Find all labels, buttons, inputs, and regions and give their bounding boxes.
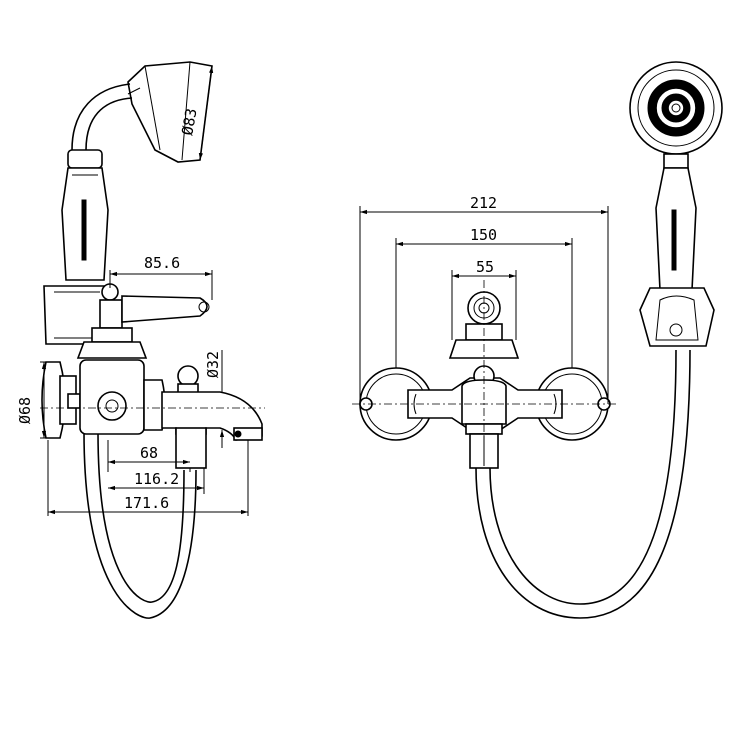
dim-handle-reach: 85.6 <box>144 254 180 272</box>
front-hose <box>475 349 691 619</box>
dim-centers: 150 <box>470 226 497 244</box>
side-spout <box>161 391 263 469</box>
side-escutcheon <box>41 361 81 439</box>
dim-body-width: 55 <box>476 258 494 276</box>
side-diverter-knob <box>177 365 199 395</box>
dim-overall-projection: 171.6 <box>124 494 169 512</box>
side-handset-grip <box>61 149 109 281</box>
front-cradle <box>639 287 715 347</box>
dim-overall-width: 212 <box>470 194 497 212</box>
dim-projection-68: 68 <box>140 444 158 462</box>
dim-head-diameter: Ø83 <box>178 107 200 137</box>
front-view: 212 150 55 <box>352 61 723 619</box>
side-mixer-body <box>79 359 166 435</box>
side-hose-neck <box>71 83 133 151</box>
front-dimensions <box>359 206 609 404</box>
front-handset-grip <box>655 153 697 291</box>
front-shower-head <box>629 61 723 155</box>
dim-projection-116: 116.2 <box>134 470 179 488</box>
side-hose <box>83 431 197 619</box>
side-lever-handle <box>76 283 210 359</box>
dim-spout-diameter: Ø32 <box>204 351 222 378</box>
side-view: 85.6 Ø83 Ø32 Ø68 68 116.2 171.6 <box>16 61 265 619</box>
side-dimensions <box>40 65 249 516</box>
dim-escutcheon-diameter: Ø68 <box>16 397 34 424</box>
